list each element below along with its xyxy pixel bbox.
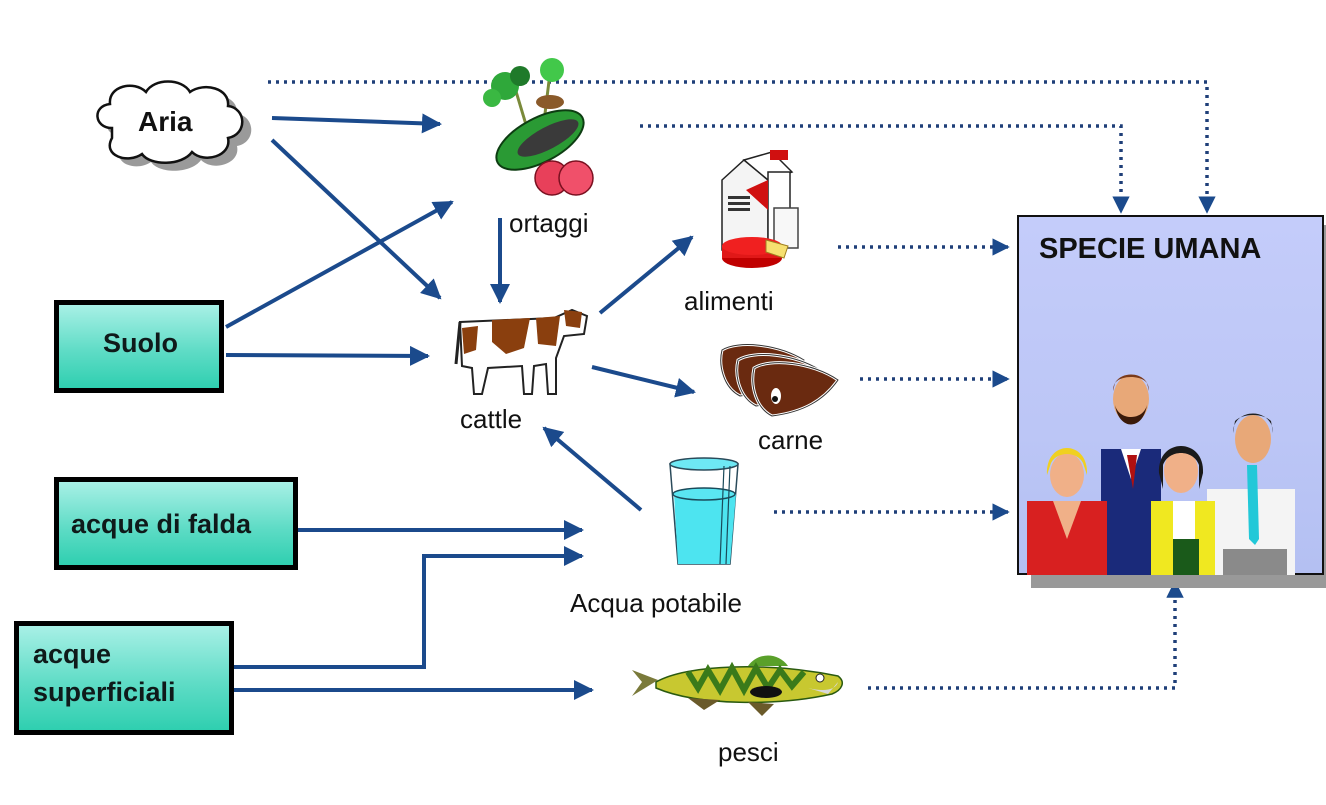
- source-acque-di-falda-label: acque di falda: [71, 509, 252, 539]
- target-specie-umana-title: SPECIE UMANA: [1039, 233, 1262, 265]
- source-suolo-box: Suolo: [54, 300, 224, 393]
- cloud-icon: [96, 80, 252, 171]
- arrow-aria-cattle: [270, 138, 442, 300]
- source-acque-superficiali-line1: acque: [33, 639, 112, 669]
- arrow-suolo-ortaggi: [225, 200, 454, 329]
- meat-icon: [719, 343, 841, 418]
- acqua-potabile-label: Acqua potabile: [570, 588, 743, 618]
- target-specie-umana-box: SPECIE UMANA: [1017, 215, 1324, 575]
- target-box-shadow-right: [1324, 225, 1326, 587]
- dotted-arrow-ortaggi-umana: [640, 124, 1130, 214]
- people-group-icon: [1027, 374, 1295, 575]
- vegetables-icon: [483, 58, 594, 196]
- target-box-shadow: [1031, 575, 1326, 588]
- dotted-arrow-pesci-umana: [868, 580, 1184, 690]
- alimenti-label: alimenti: [684, 286, 774, 316]
- arrow-aria-ortaggi: [271, 113, 442, 134]
- fish-icon: [632, 655, 843, 716]
- ortaggi-label: ortaggi: [509, 208, 589, 238]
- pesci-label: pesci: [718, 737, 779, 767]
- arrow-superficiali-acqua: [234, 546, 584, 669]
- arrow-cattle-alimenti: [598, 235, 694, 315]
- source-acque-di-falda-box: acque di falda: [54, 477, 298, 570]
- carne-label: carne: [758, 425, 824, 455]
- cattle-label: cattle: [460, 404, 523, 434]
- arrow-acqua-cattle: [542, 426, 643, 512]
- cow-icon: [454, 308, 589, 395]
- water-glass-icon: [669, 457, 739, 565]
- source-acque-superficiali-line2: superficiali: [33, 677, 176, 707]
- arrow-cattle-carne: [591, 365, 696, 398]
- source-aria-label: Aria: [138, 106, 193, 137]
- source-acque-superficiali-box: acque superficiali: [14, 621, 234, 735]
- dotted-arrow-aria-umana: [268, 80, 1216, 214]
- source-suolo-label: Suolo: [103, 328, 178, 358]
- arrow-suolo-cattle: [225, 345, 430, 366]
- dairy-icon: [721, 150, 799, 268]
